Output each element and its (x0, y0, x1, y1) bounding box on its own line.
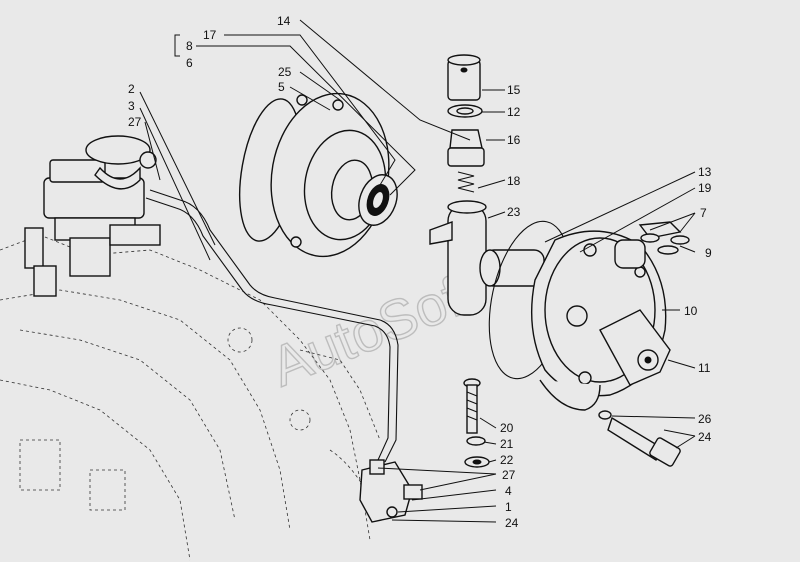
callout-18: 18 (507, 174, 521, 188)
callout-13: 13 (698, 165, 712, 179)
tee-fitting (429, 200, 545, 316)
valve-stack (447, 54, 485, 193)
callout-2: 2 (128, 82, 135, 96)
callout-17: 17 (203, 28, 217, 42)
callout-5: 5 (278, 80, 285, 94)
callout-3: 3 (128, 99, 135, 113)
callout-27-bottom: 27 (502, 468, 516, 482)
pump-flange (239, 92, 390, 258)
callout-7: 7 (700, 206, 707, 220)
engine-block-outline (0, 234, 381, 561)
callout-20: 20 (500, 421, 514, 435)
callout-23: 23 (507, 205, 521, 219)
callout-14: 14 (277, 14, 291, 28)
callout-27-top: 27 (128, 115, 142, 129)
callout-12: 12 (507, 105, 521, 119)
callout-15: 15 (507, 83, 521, 97)
pump-lever (599, 309, 671, 386)
callout-24-bottom: 24 (505, 516, 519, 530)
fasteners (463, 221, 690, 468)
carburettor (24, 135, 161, 297)
callout-10: 10 (684, 304, 698, 318)
callout-4: 4 (505, 484, 512, 498)
callout-6: 6 (186, 56, 193, 70)
vacuum-pipe (145, 189, 399, 463)
callout-1: 1 (505, 500, 512, 514)
callout-25: 25 (278, 65, 292, 79)
callout-9: 9 (705, 246, 712, 260)
coupling-ring (358, 174, 398, 226)
callout-21: 21 (500, 437, 514, 451)
vacuum-regulator (359, 459, 423, 523)
callout-16: 16 (507, 133, 521, 147)
callout-19: 19 (698, 181, 712, 195)
callout-22: 22 (500, 453, 514, 467)
callout-labels: 14 17 8 6 25 5 2 3 27 15 12 16 18 23 13 … (128, 14, 712, 530)
leader-lines (139, 19, 696, 523)
callout-24-right: 24 (698, 430, 712, 444)
callout-26: 26 (698, 412, 712, 426)
callout-11: 11 (698, 361, 711, 375)
callout-8: 8 (186, 39, 193, 53)
